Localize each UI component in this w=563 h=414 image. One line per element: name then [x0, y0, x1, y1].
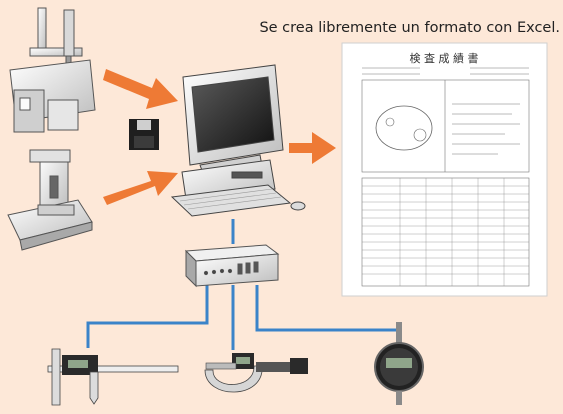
arrow-pc-to-report — [289, 132, 336, 164]
inspection-report-sheet: 検 査 成 績 書 — [341, 42, 548, 297]
data-interface-box-icon — [184, 244, 280, 288]
coordinate-measuring-machine-icon — [9, 7, 96, 133]
caliper-icon — [47, 348, 179, 406]
computer-icon — [170, 64, 306, 217]
caption: Se crea libremente un formato con Excel. — [259, 20, 560, 36]
arrow-vision-to-pc — [103, 171, 178, 205]
report-title: 検 査 成 績 書 — [410, 51, 479, 65]
floppy-disk-icon — [129, 119, 159, 150]
arrow-cmm-to-pc — [103, 69, 178, 109]
micrometer-icon — [204, 353, 308, 393]
cable-caliper — [86, 285, 209, 348]
digital-indicator-icon — [374, 322, 424, 405]
vision-measuring-machine-icon — [7, 149, 93, 251]
